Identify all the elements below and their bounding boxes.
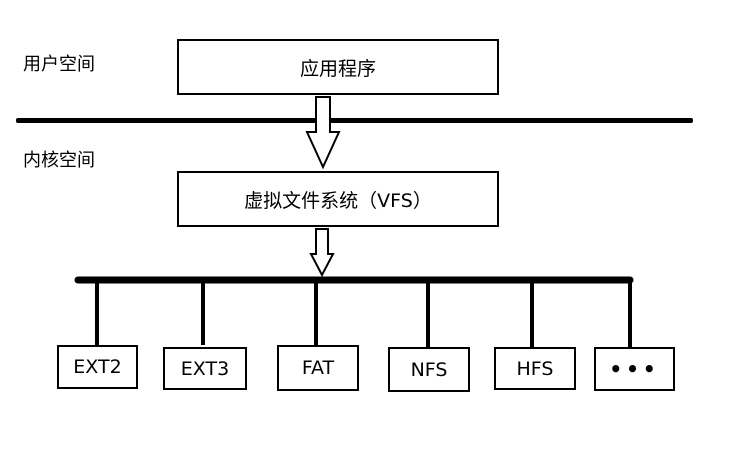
filesystem-label-nfs: NFS bbox=[410, 358, 448, 381]
filesystem-label-fat: FAT bbox=[301, 357, 335, 379]
application-label: 应用程序 bbox=[299, 57, 376, 80]
filesystem-box-ext3: EXT3 bbox=[163, 347, 247, 390]
filesystem-box-hfs: HFS bbox=[494, 347, 576, 390]
vfs-to-bus-arrow bbox=[309, 228, 335, 278]
user-space-label: 用户空间 bbox=[23, 54, 95, 75]
filesystem-box-more: ••• bbox=[594, 347, 675, 391]
vfs-box: 虚拟文件系统（VFS） bbox=[177, 171, 499, 227]
filesystem-label-hfs: HFS bbox=[516, 357, 554, 380]
filesystem-box-fat: FAT bbox=[277, 345, 359, 391]
user-kernel-divider bbox=[16, 118, 693, 123]
vfs-label: 虚拟文件系统（VFS） bbox=[244, 189, 432, 212]
filesystem-box-ext2: EXT2 bbox=[57, 345, 138, 389]
application-box: 应用程序 bbox=[177, 39, 499, 95]
more-ellipsis-icon: ••• bbox=[609, 357, 660, 381]
filesystem-label-ext2: EXT2 bbox=[73, 356, 122, 378]
app-to-vfs-arrow bbox=[305, 96, 341, 170]
filesystem-label-ext3: EXT3 bbox=[180, 357, 230, 380]
filesystem-box-nfs: NFS bbox=[388, 347, 470, 392]
kernel-space-label: 内核空间 bbox=[23, 150, 95, 171]
